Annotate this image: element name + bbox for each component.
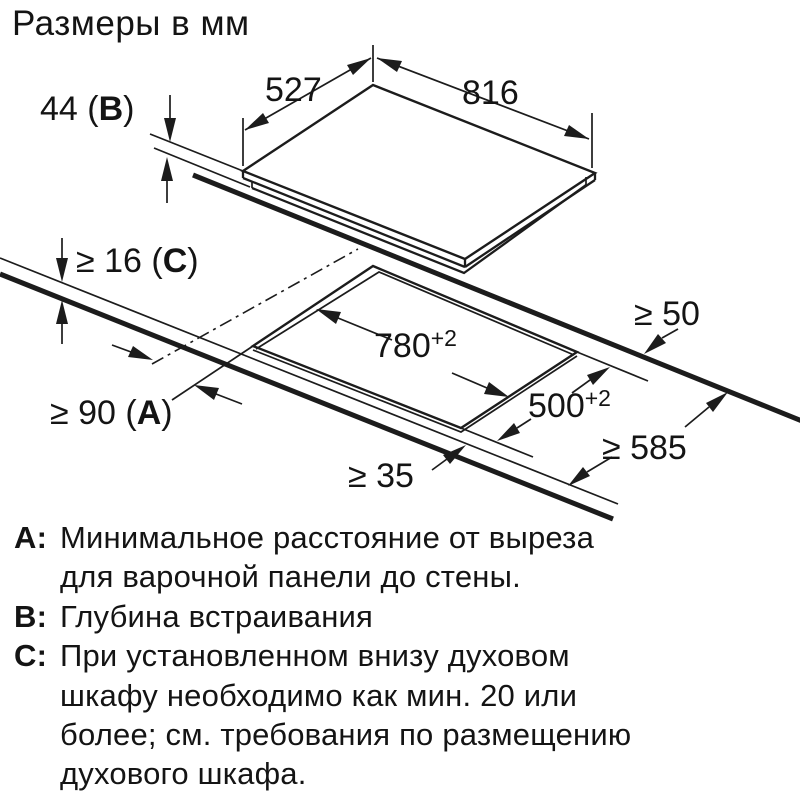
- dim-44-label: 44 (B): [40, 90, 134, 128]
- legend: A: Минимальное расстояние от выреза для в…: [14, 518, 792, 794]
- dim-50: ≥ 50: [634, 295, 700, 354]
- cooktop: [149, 83, 598, 275]
- dim-816: 816: [376, 57, 593, 168]
- dim-585-label: ≥ 585: [602, 429, 687, 467]
- legend-letter-A: A:: [14, 520, 48, 555]
- dim-500: 500+2: [497, 367, 611, 441]
- dim-44-B: 44 (B): [40, 90, 176, 203]
- dim-585: ≥ 585: [568, 392, 728, 486]
- dim-50-label: ≥ 50: [634, 295, 700, 333]
- legend-letter-B: B:: [14, 598, 48, 634]
- dim-500-label: 500+2: [528, 385, 611, 425]
- dim-527: 527: [242, 45, 374, 166]
- dim-816-label: 816: [462, 74, 519, 112]
- dim-780: 780+2: [316, 309, 509, 397]
- dim-35: ≥ 35: [348, 445, 466, 495]
- dim-780-label: 780+2: [374, 325, 457, 365]
- legend-text-line: духового шкафа.: [60, 756, 307, 792]
- page-title: Размеры в мм: [12, 4, 250, 43]
- dim-35-label: ≥ 35: [348, 457, 414, 495]
- worktop-back-edge: [192, 172, 800, 423]
- legend-item-A: A: Минимальное расстояние от выреза: [14, 518, 792, 557]
- legend-text: Глубина встраивания: [60, 598, 374, 634]
- dim-90-label: ≥ 90 (A): [50, 394, 173, 432]
- dim-90-A: ≥ 90 (A): [50, 344, 243, 432]
- legend-text-line: для варочной панели до стены.: [60, 559, 521, 595]
- legend-letter-C: C:: [14, 638, 48, 674]
- legend-item-B: B: Глубина встраивания: [14, 597, 792, 636]
- dim-16-C: ≥ 16 (C): [56, 238, 199, 344]
- legend-text-line: более; см. требования по размещению: [60, 717, 632, 753]
- legend-text: При установленном внизу духовом: [60, 638, 570, 674]
- dim-16-label: ≥ 16 (C): [76, 242, 199, 280]
- legend-item-C: C: При установленном внизу духовом: [14, 636, 792, 675]
- legend-text-line: шкафу необходимо как мин. 20 или: [60, 677, 578, 713]
- dim-527-label: 527: [265, 71, 322, 109]
- legend-text: Минимальное расстояние от выреза: [60, 520, 595, 555]
- worktop-front-edge: [0, 257, 619, 522]
